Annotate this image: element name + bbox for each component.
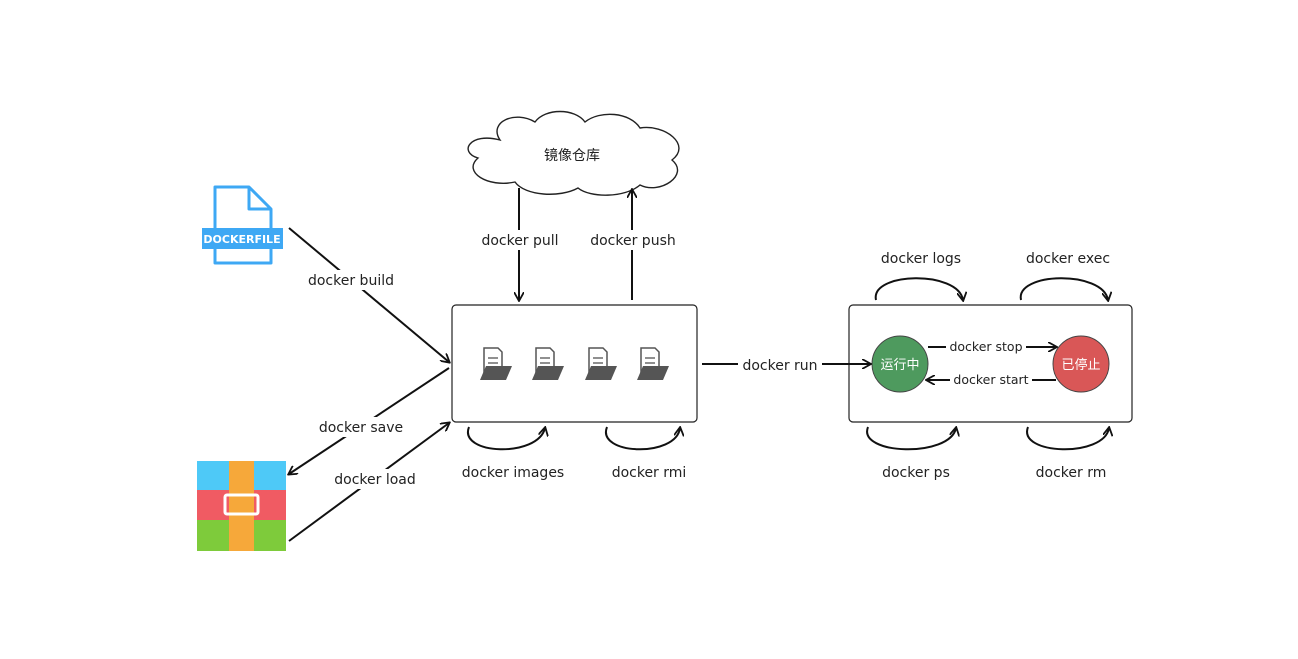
images-label: docker images xyxy=(462,465,564,481)
build-label: docker build xyxy=(308,273,394,289)
images-loop-arrow xyxy=(467,427,545,451)
start-label: docker start xyxy=(953,372,1028,387)
logs-loop-arrow xyxy=(874,277,963,300)
archive-icon xyxy=(197,461,286,551)
image-file-icon xyxy=(585,347,617,380)
rmi-loop-arrow xyxy=(605,427,680,451)
ps-loop-arrow xyxy=(866,427,956,451)
build-arrow xyxy=(288,227,449,362)
image-file-icon xyxy=(532,347,564,380)
run-label: docker run xyxy=(742,358,817,374)
ps-label: docker ps xyxy=(882,465,950,481)
rm-loop-arrow xyxy=(1026,427,1109,451)
rmi-label: docker rmi xyxy=(612,465,687,481)
rm-label: docker rm xyxy=(1036,465,1107,481)
dockerfile-icon: DOCKERFILE xyxy=(202,185,283,265)
registry-label: 镜像仓库 xyxy=(544,148,600,164)
exec-loop-arrow xyxy=(1019,277,1108,300)
running-state-node xyxy=(871,335,929,393)
image-file-icon xyxy=(480,347,512,380)
image-file-icon xyxy=(637,347,669,380)
logs-label: docker logs xyxy=(881,251,961,267)
dockerfile-label: DOCKERFILE xyxy=(203,233,280,246)
save-label: docker save xyxy=(319,420,403,436)
running-state-label: 运行中 xyxy=(880,358,919,373)
load-label: docker load xyxy=(334,472,416,488)
pull-label: docker pull xyxy=(481,233,558,249)
containers-box: 运行中 已停止 docker stop docker start xyxy=(848,304,1133,423)
registry-cloud: 镜像仓库 xyxy=(467,110,680,196)
stopped-state-node xyxy=(1052,335,1110,393)
push-label: docker push xyxy=(590,233,676,249)
images-box xyxy=(451,304,698,423)
stop-label: docker stop xyxy=(949,339,1022,354)
exec-label: docker exec xyxy=(1026,251,1110,267)
stopped-state-label: 已停止 xyxy=(1061,357,1100,373)
